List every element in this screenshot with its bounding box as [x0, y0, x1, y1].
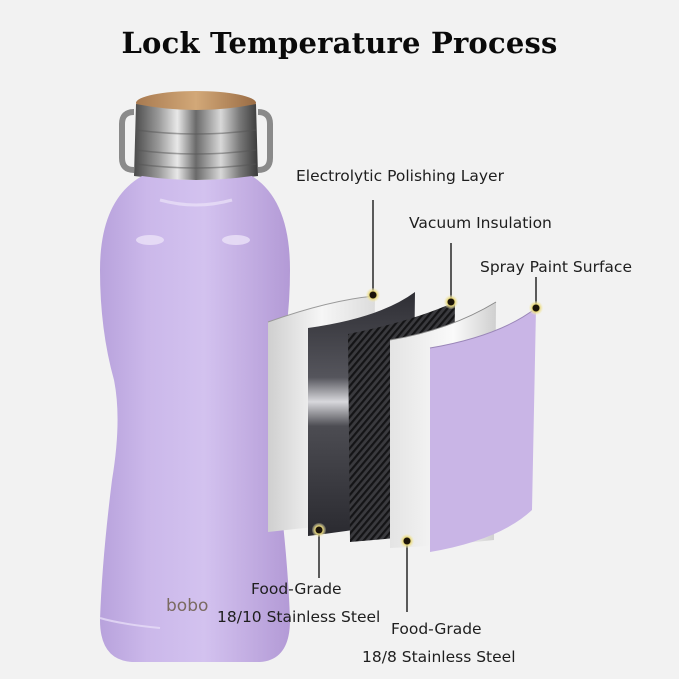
label-18-10-stainless: 18/10 Stainless Steel: [217, 608, 381, 626]
leader-lines: [318, 200, 537, 612]
markers: [312, 288, 543, 548]
water-bottle: bobo: [99, 91, 290, 662]
label-food-grade-2: Food-Grade: [391, 620, 482, 638]
marker-dot-icon: [366, 288, 380, 302]
bottle-body: [100, 176, 290, 662]
label-electrolytic-polishing: Electrolytic Polishing Layer: [296, 167, 504, 185]
label-vacuum-insulation: Vacuum Insulation: [409, 214, 552, 232]
label-spray-paint-surface: Spray Paint Surface: [480, 258, 632, 276]
label-food-grade-1: Food-Grade: [251, 580, 342, 598]
marker-dot-icon: [444, 295, 458, 309]
label-18-8-stainless: 18/8 Stainless Steel: [362, 648, 516, 666]
layer-stack: [267, 292, 537, 552]
marker-dot-icon: [529, 301, 543, 315]
marker-dot-icon: [400, 534, 414, 548]
marker-dot-icon: [312, 523, 326, 537]
steel-cap: [134, 104, 258, 180]
page-title: Lock Temperature Process: [121, 26, 558, 60]
brand-logo: bobo: [166, 596, 208, 616]
layer-spray-paint: [430, 308, 536, 552]
